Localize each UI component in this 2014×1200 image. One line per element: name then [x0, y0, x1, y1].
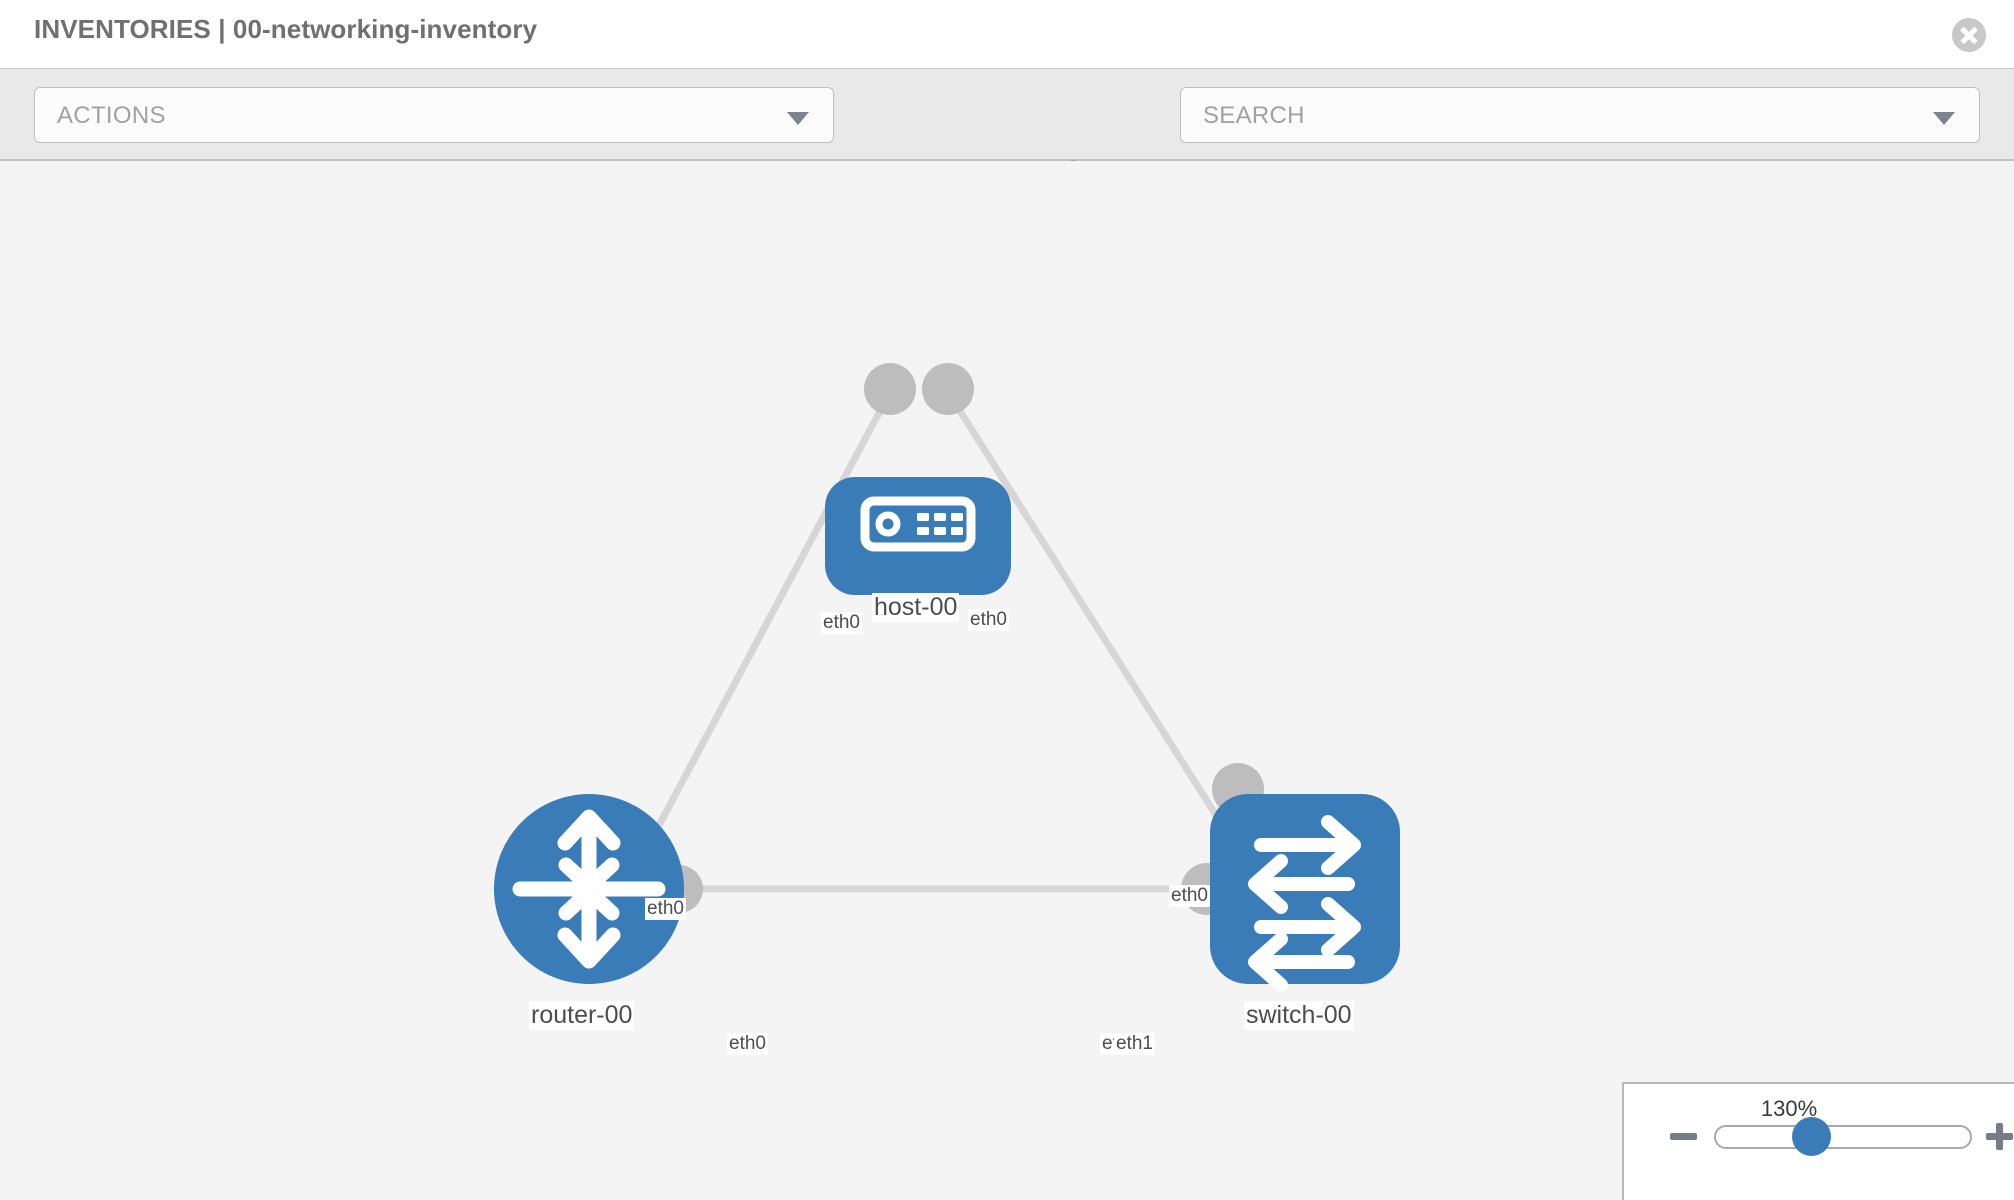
topology-connectors [655, 363, 1264, 915]
edge-host-router [636, 409, 884, 863]
edge-label-switch-left: eth1 [1114, 1033, 1155, 1055]
search-input[interactable]: SEARCH [1180, 87, 1980, 143]
node-label-router-00: router-00 [529, 1001, 635, 1030]
zoom-slider[interactable] [1714, 1125, 1972, 1149]
edge-label-host-left: eth0 [821, 612, 862, 634]
toolbar: ACTIONS SEARCH [0, 68, 2014, 198]
actions-dropdown[interactable]: ACTIONS [34, 87, 834, 143]
page-header: INVENTORIES | 00-networking-inventory [0, 0, 2014, 68]
actions-dropdown-label: ACTIONS [57, 102, 166, 129]
switch-exchange-arrows-icon [1248, 815, 1361, 992]
edge-label-switch-up: eth0 [1169, 885, 1210, 907]
zoom-level-value: 130% [1760, 1096, 1818, 1121]
router-four-arrows-icon [512, 809, 666, 969]
page-title: INVENTORIES | 00-networking-inventory [34, 14, 538, 44]
node-host-00 [825, 477, 1011, 595]
connector-host-right [922, 363, 974, 415]
edge-label-host-right: eth0 [968, 609, 1009, 631]
minus-icon[interactable] [1670, 1133, 1697, 1140]
node-router-00 [494, 794, 684, 984]
zoom-control-panel: 130% [1622, 1082, 2014, 1200]
server-appliance-icon [860, 496, 976, 552]
close-icon[interactable] [1952, 18, 1986, 52]
node-switch-00 [1210, 794, 1400, 992]
node-label-host-00: host-00 [872, 593, 960, 622]
edge-label-router-right: eth0 [727, 1033, 768, 1055]
topology-graph [494, 363, 1400, 992]
connector-host-left [864, 363, 916, 415]
topology-canvas[interactable]: host-00 router-00 switch-00 eth0 eth0 et… [0, 161, 2014, 1200]
edge-label-router-up: eth0 [645, 898, 686, 920]
chevron-down-icon [787, 112, 809, 125]
chevron-down-icon[interactable] [1933, 112, 1955, 125]
search-placeholder: SEARCH [1203, 102, 1305, 129]
zoom-slider-thumb[interactable] [1792, 1117, 1831, 1156]
edge-host-switch [957, 409, 1248, 863]
node-label-switch-00: switch-00 [1244, 1001, 1354, 1030]
plus-icon-vertical-stroke[interactable] [1996, 1123, 2003, 1150]
